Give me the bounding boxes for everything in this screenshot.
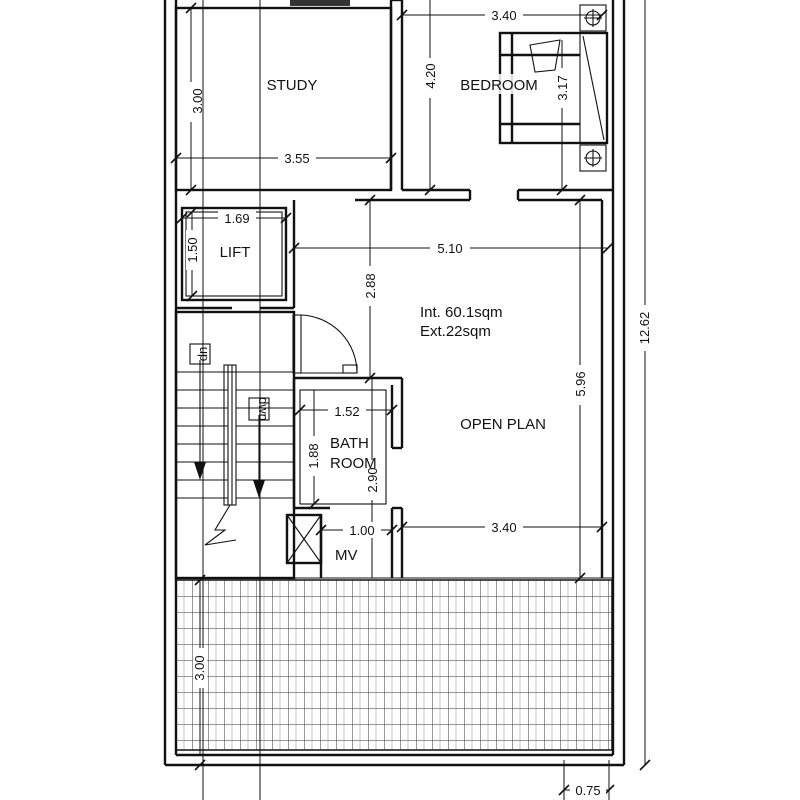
- dim-kitchen-width: 3.40: [491, 520, 516, 535]
- lift-walls: [176, 200, 296, 310]
- dim-bedroom-width: 3.40: [491, 8, 516, 23]
- staircase: [174, 310, 296, 580]
- room-mv: MV: [335, 547, 358, 564]
- dim-open-width: 5.10: [437, 241, 462, 256]
- dim-terrace-depth: 3.00: [192, 655, 207, 680]
- dim-hall-depth: 2.88: [363, 273, 378, 298]
- mv-shaft: [285, 513, 323, 578]
- dim-overall-depth: 12.62: [637, 312, 652, 345]
- room-labels: STUDY BEDROOM LIFT Int. 60.1sqm Ext.22sq…: [220, 74, 546, 564]
- dim-open-depth: 5.96: [573, 371, 588, 396]
- bathroom-walls: [292, 376, 404, 578]
- room-lift: LIFT: [220, 244, 251, 261]
- dim-step: 0.75: [575, 783, 600, 798]
- entrance-door: [292, 314, 358, 374]
- dim-bath-width: 1.52: [334, 404, 359, 419]
- dim-bath-depth-total: 2.90: [365, 467, 380, 492]
- bedroom-walls: [355, 188, 613, 578]
- dim-study-width: 3.55: [284, 151, 309, 166]
- dim-lift-width: 1.69: [224, 211, 249, 226]
- room-bath-line1: BATH: [330, 435, 369, 452]
- dim-bath-depth: 1.88: [306, 443, 321, 468]
- dim-lift-depth: 1.50: [185, 237, 200, 262]
- room-study: STUDY: [267, 77, 318, 94]
- dim-bedroom-depth: 4.20: [423, 63, 438, 88]
- dimension-labels: 3.55 3.00 3.40 4.20 3.17 1.69 1.50 5.10 …: [185, 7, 652, 798]
- dim-mv-width: 1.00: [349, 523, 374, 538]
- room-bath-line2: ROOM: [330, 455, 377, 472]
- room-bedroom: BEDROOM: [460, 77, 538, 94]
- dim-bed-length: 3.17: [555, 75, 570, 100]
- room-open-plan: OPEN PLAN: [460, 416, 546, 433]
- stair-up-label: up: [197, 347, 212, 361]
- stair-down-label: dwn: [256, 397, 271, 421]
- terrace-tiles: [175, 579, 613, 751]
- area-external: Ext.22sqm: [420, 323, 491, 340]
- dim-study-depth: 3.00: [190, 88, 205, 113]
- area-internal: Int. 60.1sqm: [420, 304, 503, 321]
